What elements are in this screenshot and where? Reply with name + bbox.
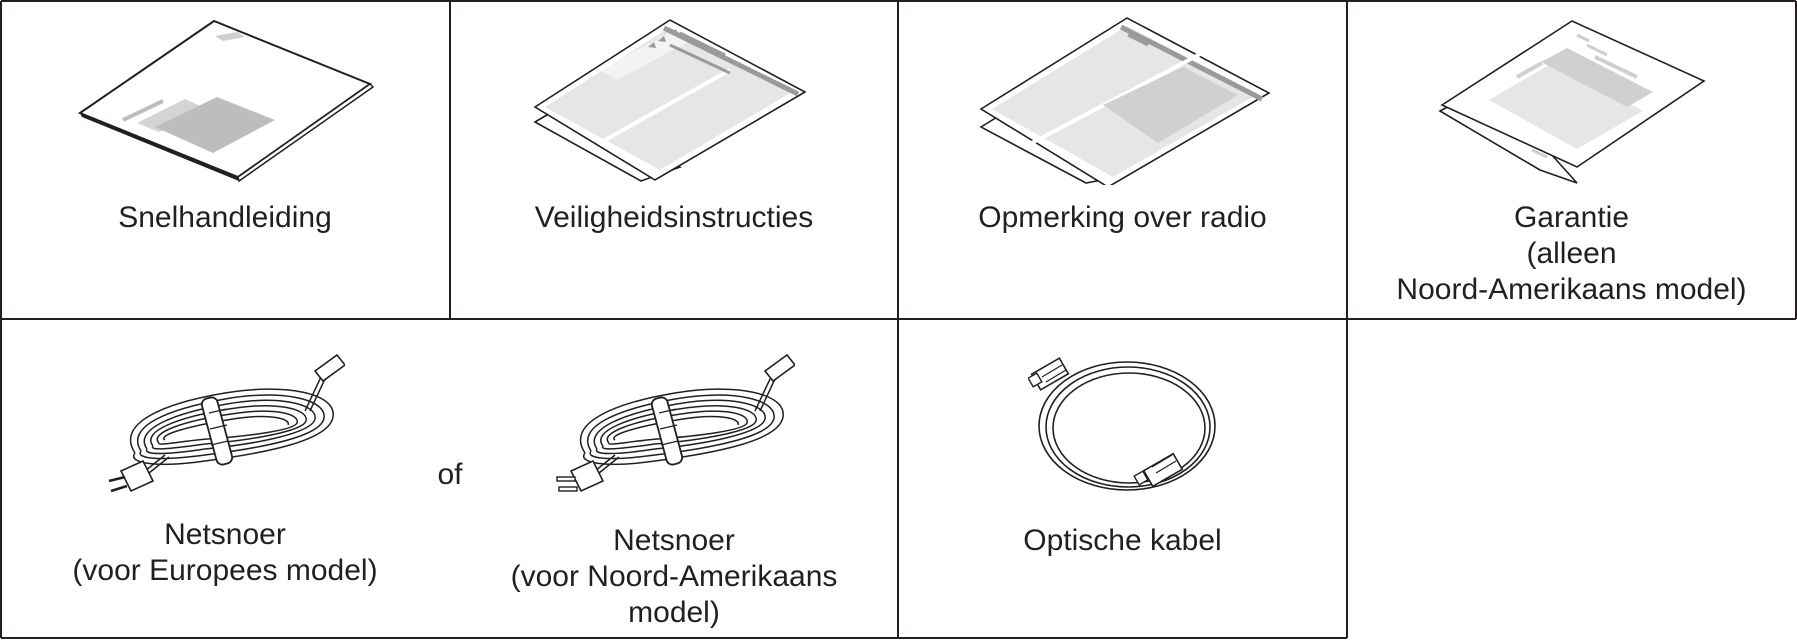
cell-optical: Optische kabel: [898, 319, 1347, 638]
cell-quick-guide: Snelhandleiding: [0, 0, 450, 319]
label-radio-note: Opmerking over radio: [898, 200, 1347, 236]
cell-warranty: Garantie (alleen Noord-Amerikaans model): [1347, 0, 1796, 319]
label-line: (alleen: [1526, 237, 1617, 270]
label-power-na: Netsnoer (voor Noord-Amerikaans model): [450, 523, 898, 631]
label-line: Netsnoer: [164, 518, 286, 551]
label-line: Optische kabel: [1023, 524, 1222, 557]
label-line: Snelhandleiding: [118, 201, 332, 234]
folded-leaflet-icon: [979, 17, 1271, 185]
label-safety: Veiligheidsinstructies: [450, 200, 898, 236]
label-line: (voor Noord-Amerikaans: [510, 560, 838, 593]
label-warranty: Garantie (alleen Noord-Amerikaans model): [1347, 200, 1796, 308]
label-optical: Optische kabel: [898, 523, 1347, 559]
separator-or: of: [420, 457, 480, 493]
label-line: Veiligheidsinstructies: [534, 201, 814, 234]
cell-safety: Veiligheidsinstructies: [450, 0, 898, 319]
label-line: model): [628, 596, 720, 629]
label-line: Opmerking over radio: [978, 201, 1267, 234]
folded-leaflet-icon: [533, 19, 807, 182]
label-power-eu: Netsnoer (voor Europees model): [0, 517, 450, 589]
label-line: Netsnoer: [613, 524, 735, 557]
cell-radio-note: Opmerking over radio: [898, 0, 1347, 319]
label-line: Garantie: [1513, 201, 1630, 234]
separator-text: of: [437, 458, 463, 491]
booklet-icon: [77, 19, 375, 183]
folded-leaflet-icon: [1438, 20, 1706, 184]
label-line: (voor Europees model): [72, 554, 378, 587]
label-line: Noord-Amerikaans model): [1396, 273, 1747, 306]
power-cord-icon: [556, 353, 795, 493]
label-quick-guide: Snelhandleiding: [0, 200, 450, 236]
optical-cable-icon: [1028, 357, 1216, 491]
power-cord-icon: [108, 353, 345, 493]
cell-power-cords: Netsnoer (voor Europees model) of: [0, 319, 898, 638]
